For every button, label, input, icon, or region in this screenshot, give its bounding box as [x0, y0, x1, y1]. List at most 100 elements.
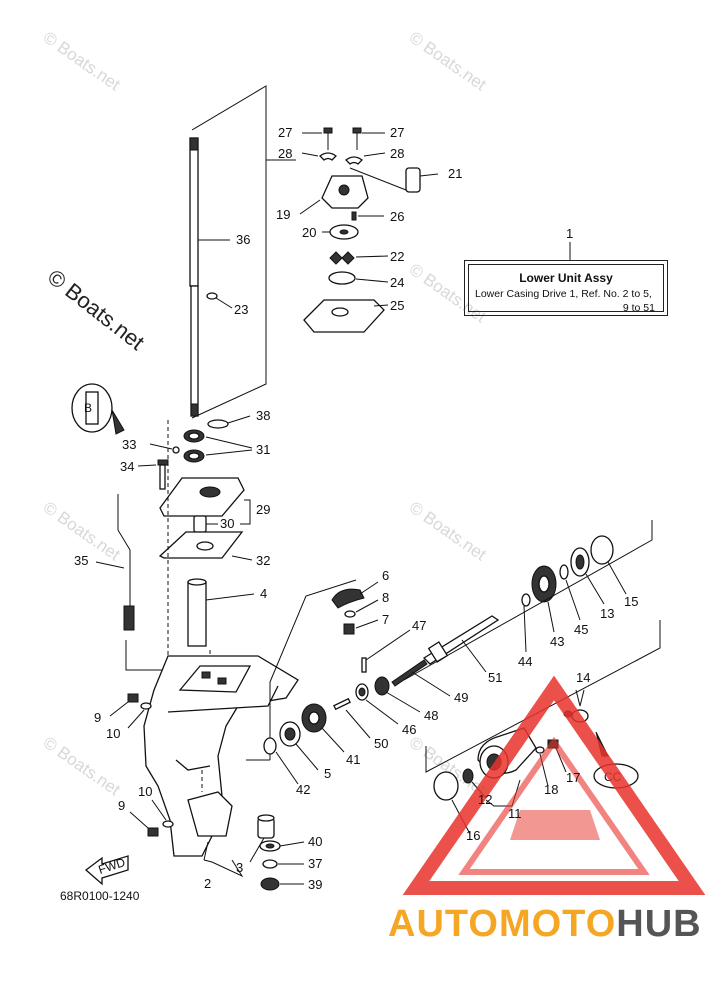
watermark-6: © Boats.net [40, 733, 124, 800]
callout-4: 4 [260, 586, 267, 601]
shift-plunger-46 [355, 683, 399, 725]
callout-21: 21 [448, 166, 462, 181]
gasket-32 [158, 531, 253, 561]
forward-arrow-icon: FWD [84, 855, 129, 886]
callout-40: 40 [308, 834, 322, 849]
callout-45: 45 [574, 622, 588, 637]
logo-text-part-a: AUTOMOTO [388, 903, 617, 945]
callout-28-right: 28 [390, 146, 404, 161]
callout-33: 33 [122, 437, 136, 452]
oil-seal-housing-29 [159, 477, 251, 525]
callout-43: 43 [550, 634, 564, 649]
insert-cartridge-20 [322, 224, 359, 240]
info-box-frame: Lower Unit Assy Lower Casing Drive 1, Re… [468, 264, 664, 314]
callout-41: 41 [346, 752, 360, 767]
pin-47 [361, 629, 411, 673]
info-box-line-2: 9 to 51 [622, 302, 655, 314]
info-box-ref-number: 1 [566, 226, 573, 241]
callout-16: 16 [466, 828, 480, 843]
callout-32: 32 [256, 553, 270, 568]
washer-10-lower [151, 799, 174, 828]
callout-8: 8 [382, 590, 389, 605]
callout-27-right: 27 [390, 125, 404, 140]
automotohub-logo: AUTOMOTOHUB [388, 903, 702, 946]
impeller-22 [329, 251, 389, 265]
group-bracket-right [403, 520, 653, 681]
shim-42 [263, 737, 299, 785]
bearing-13 [570, 547, 605, 605]
washer-38 [207, 415, 251, 429]
callout-50: 50 [374, 736, 388, 751]
o-ring-15 [590, 535, 627, 595]
bolt-9-lower [129, 811, 159, 837]
callout-36: 36 [236, 232, 250, 247]
info-box-title: Lower Unit Assy [519, 271, 613, 285]
spring-washer-37 [262, 859, 304, 869]
o-ring-16 [433, 771, 471, 835]
pin-26 [351, 211, 384, 221]
callout-44: 44 [518, 654, 532, 669]
outer-plate-25 [303, 299, 389, 333]
bolt-34 [137, 459, 169, 490]
callout-9-lower: 9 [118, 798, 125, 813]
callout-47: 47 [412, 618, 426, 633]
anode-6 [331, 581, 379, 609]
logo-text-part-b: HUB [616, 903, 702, 945]
callout-31: 31 [256, 442, 270, 457]
watermark-2: © Boats.net [406, 28, 490, 95]
svg-text:B: B [84, 401, 92, 415]
o-ring-24 [328, 271, 389, 285]
sleeve-3 [249, 814, 275, 863]
bearing-5 [279, 721, 319, 771]
oil-seal-31 [183, 429, 253, 463]
dog-clutch-48 [374, 676, 421, 713]
callout-12: 12 [478, 792, 492, 807]
spring-49 [391, 659, 451, 697]
callout-13: 13 [600, 606, 614, 621]
callout-49: 49 [454, 690, 468, 705]
callout-labels: 27 27 28 28 21 19 26 20 36 22 24 25 23 3… [74, 125, 638, 892]
callout-9-upper: 9 [94, 710, 101, 725]
callout-15: 15 [624, 594, 638, 609]
callout-38: 38 [256, 408, 270, 423]
assembly-info-box: Lower Unit Assy Lower Casing Drive 1, Re… [464, 260, 668, 316]
callout-3: 3 [236, 860, 243, 875]
callout-25: 25 [390, 298, 404, 313]
washer-18 [535, 746, 549, 787]
automotohub-logo-mark [402, 675, 706, 895]
washer-40 [259, 840, 305, 852]
nut-39 [260, 877, 304, 891]
callout-35: 35 [74, 553, 88, 568]
drive-shaft [189, 137, 230, 417]
callout-5: 5 [324, 766, 331, 781]
watermark-large: © Boats.net [43, 264, 149, 355]
bolt-27-left [302, 127, 333, 150]
callout-28-left: 28 [278, 146, 292, 161]
bolt-7 [343, 619, 379, 635]
callout-2: 2 [204, 876, 211, 891]
callout-51: 51 [488, 670, 502, 685]
tube-4 [187, 578, 255, 647]
group-bracket-upper [191, 85, 296, 419]
casing-leaders-2-3 [203, 841, 244, 878]
callout-14: 14 [576, 670, 590, 685]
callout-34: 34 [120, 459, 134, 474]
callout-48: 48 [424, 708, 438, 723]
water-tube-21 [405, 167, 439, 193]
sleeve-bracket [246, 579, 357, 761]
bolt-9-upper [109, 693, 139, 717]
bushing-30 [193, 515, 218, 533]
callout-18: 18 [544, 782, 558, 797]
water-pump-housing [299, 167, 407, 215]
callout-17: 17 [566, 770, 580, 785]
forward-gear-43 [531, 565, 557, 633]
pin-50 [333, 697, 371, 739]
washer-10-upper [127, 702, 152, 729]
pinion-gear-41 [301, 703, 345, 753]
callout-37: 37 [308, 856, 322, 871]
callout-11: 11 [508, 806, 522, 821]
info-box-line-1: Lower Casing Drive 1, Ref. No. 2 to 5, [475, 288, 652, 300]
watermark-1: © Boats.net [40, 28, 124, 95]
